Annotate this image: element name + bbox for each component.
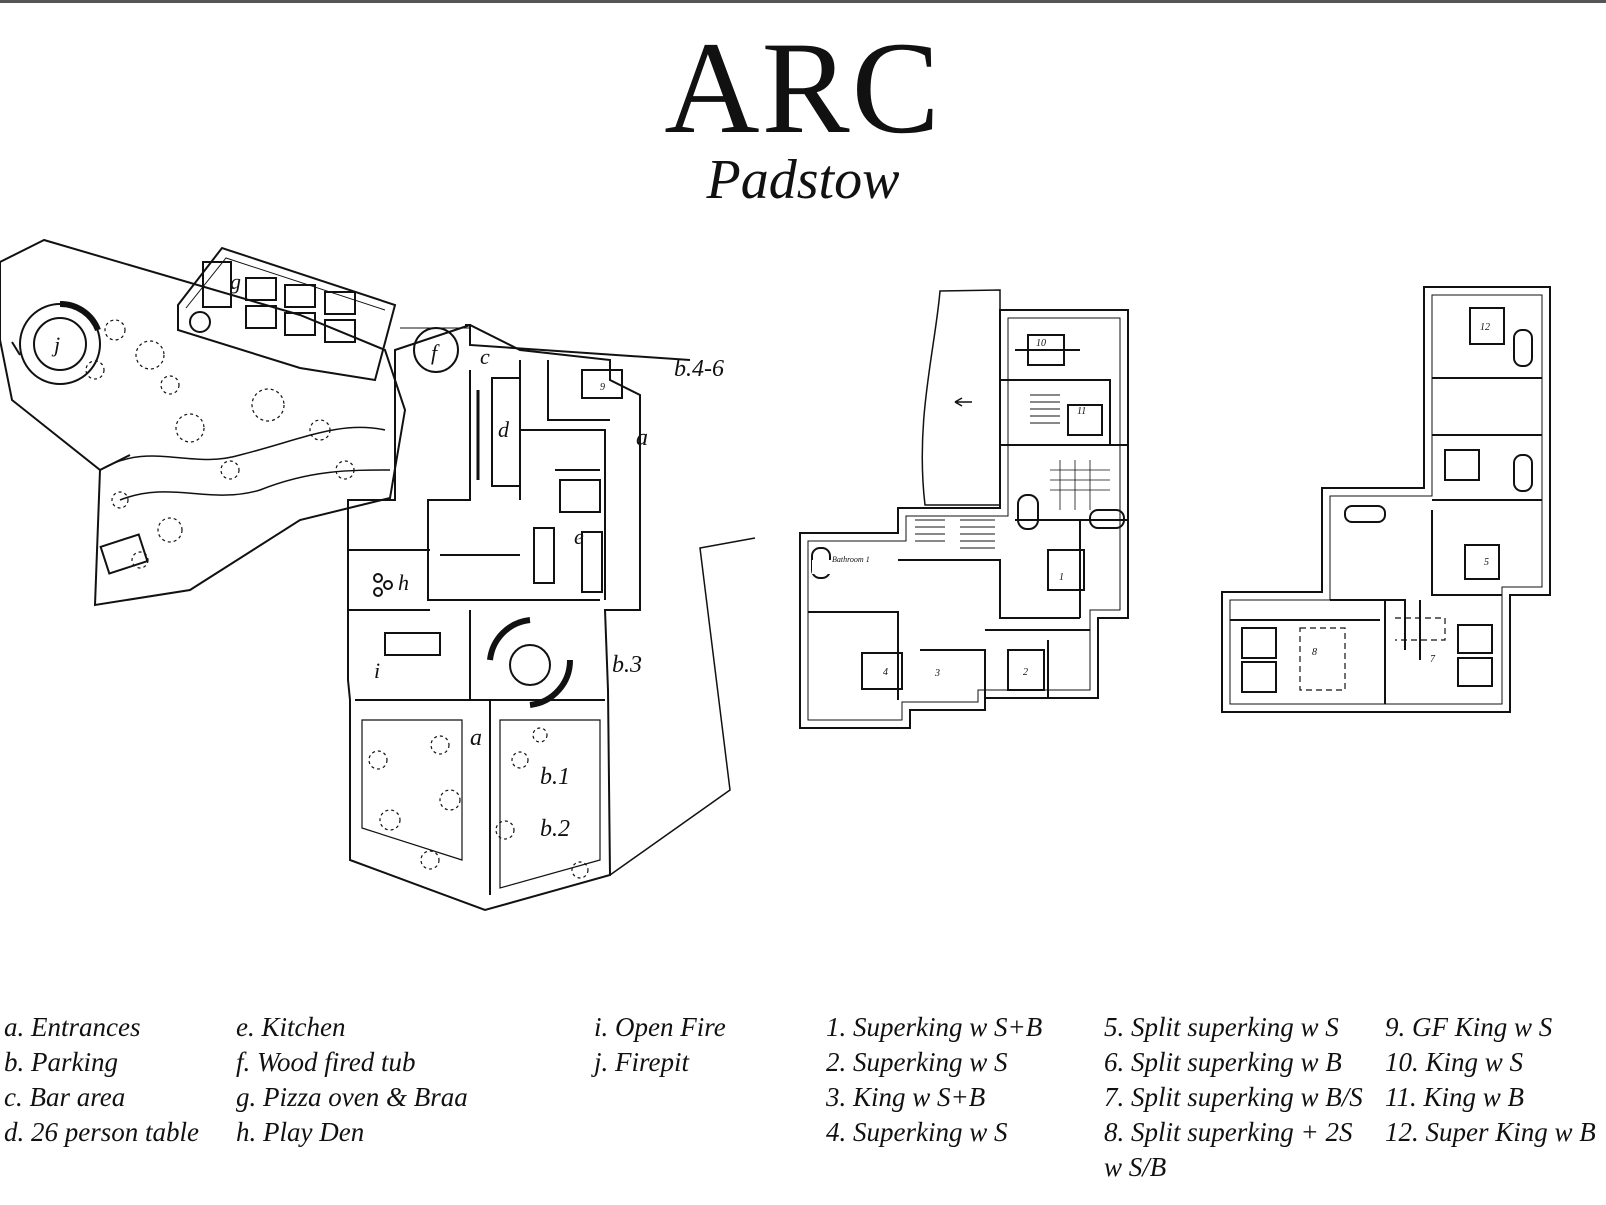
legend-item: 11. King w B (1385, 1082, 1525, 1112)
legend-item: e. Kitchen (236, 1012, 346, 1042)
label-room-7: 7 (1430, 654, 1436, 665)
brand-subtitle: Padstow (706, 149, 900, 211)
top-border (0, 0, 1606, 3)
legend-item: 12. Super King w B (1385, 1117, 1596, 1147)
label-g: g (230, 269, 241, 294)
label-b46: b.4-6 (674, 356, 724, 382)
label-room-10: 10 (1036, 338, 1046, 349)
label-room-11: 11 (1077, 406, 1086, 417)
legend-col-ground-a-d: a. Entrances b. Parking c. Bar area d. 2… (4, 1010, 199, 1150)
legend-col-rooms-1-4: 1. Superking w S+B 2. Superking w S 3. K… (826, 1010, 1042, 1150)
label-room-2: 2 (1023, 667, 1028, 678)
legend-item: 2. Superking w S (826, 1047, 1008, 1077)
label-a-top: a (636, 425, 648, 451)
ground-floor-plan (0, 238, 756, 912)
label-i: i (374, 658, 380, 683)
legend-item: f. Wood fired tub (236, 1047, 416, 1077)
label-j: j (51, 332, 60, 357)
label-bathroom-1: Bathroom 1 (832, 555, 870, 564)
legend-item: i. Open Fire (594, 1012, 726, 1042)
legend-item: h. Play Den (236, 1117, 365, 1147)
legend-item: w S/B (1104, 1152, 1167, 1182)
legend-item: j. Firepit (594, 1047, 689, 1077)
label-room-8: 8 (1312, 647, 1317, 658)
legend-item: 7. Split superking w B/S (1104, 1082, 1363, 1112)
label-b2: b.2 (540, 816, 570, 842)
legend-item: 5. Split superking w S (1104, 1012, 1339, 1042)
legend-col-ground-e-h: e. Kitchen f. Wood fired tub g. Pizza ov… (236, 1010, 468, 1150)
legend-item: g. Pizza oven & Braa (236, 1082, 468, 1112)
label-d: d (498, 417, 510, 442)
label-room-12: 12 (1480, 322, 1490, 333)
label-c: c (480, 344, 490, 369)
legend-item: a. Entrances (4, 1012, 141, 1042)
legend-item: 9. GF King w S (1385, 1012, 1553, 1042)
brand-title: ARC (664, 14, 942, 161)
label-b1: b.1 (540, 764, 570, 790)
label-room-9: 9 (600, 382, 605, 393)
label-h: h (398, 570, 409, 595)
label-room-1: 1 (1059, 572, 1064, 583)
legend-item: b. Parking (4, 1047, 118, 1077)
label-room-3: 3 (934, 668, 940, 679)
label-a-bottom: a (470, 725, 482, 751)
legend: a. Entrances b. Parking c. Bar area d. 2… (0, 1010, 1606, 1200)
legend-col-rooms-5-8: 5. Split superking w S 6. Split superkin… (1104, 1010, 1363, 1185)
legend-item: 10. King w S (1385, 1047, 1524, 1077)
legend-item: c. Bar area (4, 1082, 126, 1112)
label-e: e (574, 524, 584, 549)
floor-plans: a a b.3 b.4-6 b.1 b.2 c d e f g h i j 1 … (0, 238, 1551, 912)
legend-item: 4. Superking w S (826, 1117, 1008, 1147)
legend-col-rooms-9-12: 9. GF King w S 10. King w S 11. King w B… (1385, 1010, 1596, 1150)
second-floor-plan (1221, 286, 1551, 713)
label-room-5: 5 (1484, 557, 1489, 568)
legend-item: d. 26 person table (4, 1117, 199, 1147)
legend-item: 3. King w S+B (826, 1082, 986, 1112)
legend-col-ground-i-j: i. Open Fire j. Firepit (594, 1010, 726, 1080)
legend-item: 1. Superking w S+B (826, 1012, 1043, 1042)
label-f: f (431, 340, 440, 365)
legend-item: 8. Split superking + 2S (1104, 1117, 1353, 1147)
first-floor-plan (799, 289, 1129, 729)
label-room-4: 4 (883, 667, 888, 678)
legend-item: 6. Split superking w B (1104, 1047, 1342, 1077)
label-b3: b.3 (612, 652, 642, 678)
